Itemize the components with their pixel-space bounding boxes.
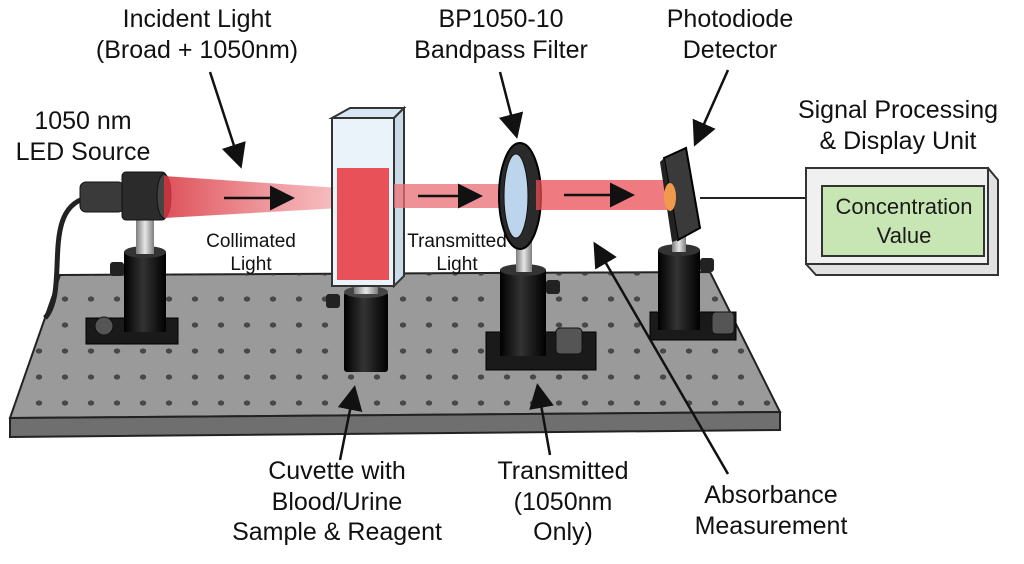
optical-table (8, 270, 782, 439)
beam-arrows (224, 182, 635, 211)
led-cable (43, 195, 87, 320)
detector-mount (649, 228, 737, 341)
led-mount (85, 214, 179, 345)
filter-mount (485, 240, 597, 371)
display-unit-icon (805, 167, 999, 276)
callout-arrows (208, 69, 730, 475)
incident-light-label: Incident Light(Broad + 1050nm) (95, 5, 299, 64)
signal-unit-label: Signal Processing& Display Unit (797, 96, 999, 155)
photodiode-icon (660, 146, 702, 242)
led-source-icon (79, 171, 172, 221)
cuvette-icon (328, 105, 407, 289)
